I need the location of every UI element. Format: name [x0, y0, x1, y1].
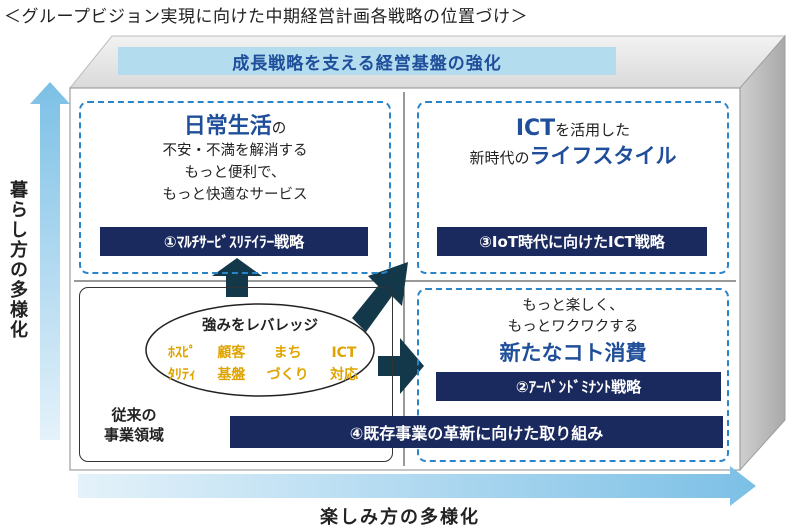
new-consumption-line-1: もっと楽しく、 — [522, 298, 624, 314]
x-axis-label: 楽しみ方の多様化 — [320, 507, 480, 528]
up-arrow — [212, 258, 262, 297]
existing-area-label: 従来の 事業領域 — [104, 405, 164, 445]
strategy-business-innovation: ④既存事業の革新に向けた取り組み — [230, 416, 723, 448]
daily-life-title-big: 日常生活 — [183, 114, 272, 139]
daily-life-title: 日常生活の — [79, 116, 391, 140]
new-consumption-text: もっと楽しく、 もっとワクワクする 新たなコト消費 — [417, 296, 729, 368]
strength-customer-base: 顧客 基盤 — [217, 342, 245, 386]
ict-lifestyle-line-2: 新時代のライフスタイル — [417, 143, 729, 171]
ict-lifestyle-text: ICTを活用した 新時代のライフスタイル — [417, 116, 729, 171]
strengths-grid: ﾎｽﾋﾟ ﾀﾘﾃｨ 顧客 基盤 まち づくり ICT 対応 — [168, 342, 358, 386]
y-axis-arrow — [30, 82, 70, 440]
quadrant-new-consumption — [417, 288, 729, 462]
daily-life-line-1: 不安・不満を解消する — [162, 143, 308, 159]
ict-big: ICT — [515, 116, 556, 141]
foundation-banner: 成長戦略を支える経営基盤の強化 — [118, 47, 616, 75]
diagonal-arrow — [352, 262, 408, 332]
right-arrow — [378, 338, 424, 394]
daily-life-line-2: もっと便利で、 — [184, 165, 286, 181]
quadrant-ict-lifestyle — [417, 101, 729, 274]
strength-ict-response-line-1: ICT — [331, 345, 357, 361]
strength-customer-base-line-2: 基盤 — [217, 367, 246, 383]
strength-town-development: まち づくり — [267, 342, 309, 386]
strength-customer-base-line-1: 顧客 — [217, 345, 246, 361]
strategy-urban-dominant: ②ｱｰﾊﾞﾝﾄﾞﾐﾅﾝﾄ戦略 — [436, 372, 721, 401]
box-side-face — [739, 34, 786, 472]
daily-life-text: 日常生活の 不安・不満を解消する もっと便利で、 もっと快適なサービス — [79, 116, 391, 206]
daily-life-title-suffix: の — [271, 121, 287, 137]
strength-town-development-line-1: まち — [273, 345, 302, 361]
ict-line-1-rest: を活用した — [555, 121, 631, 139]
y-axis-label: 暮らし方の多様化 — [7, 180, 28, 340]
new-consumption-title: 新たなコト消費 — [499, 341, 647, 365]
diagram-heading: ＜グループビジョン実現に向けた中期経営計画各戦略の位置づけ＞ — [4, 7, 528, 27]
strength-ict-response-line-2: 対応 — [329, 367, 358, 383]
quadrant-daily-life — [79, 101, 391, 274]
ict-line-2-prefix: 新時代の — [469, 149, 530, 167]
ict-lifestyle-line-1: ICTを活用した — [417, 116, 729, 143]
strengths-title: 強みをレバレッジ — [202, 318, 318, 334]
lifestyle-big: ライフスタイル — [529, 144, 677, 168]
strengths-ellipse — [145, 303, 375, 397]
existing-area-label-line-1: 従来の — [111, 406, 157, 424]
x-axis-arrow — [78, 466, 756, 506]
strength-hospitality: ﾎｽﾋﾟ ﾀﾘﾃｨ — [168, 342, 196, 386]
strategy-multi-service-retailer: ①ﾏﾙﾁｻｰﾋﾞｽﾘﾃｲﾗｰ戦略 — [100, 227, 368, 256]
new-consumption-line-2: もっとワクワクする — [507, 319, 639, 335]
strength-hospitality-line-2: ﾀﾘﾃｨ — [168, 367, 196, 383]
strategy-iot-ict: ③IoT時代に向けたICT戦略 — [437, 227, 707, 256]
strength-hospitality-line-1: ﾎｽﾋﾟ — [168, 345, 196, 361]
existing-business-area — [79, 287, 393, 462]
strength-ict-response: ICT 対応 — [330, 342, 358, 386]
daily-life-line-3: もっと快適なサービス — [162, 187, 308, 203]
strength-town-development-line-2: づくり — [266, 367, 309, 383]
existing-area-label-line-2: 事業領域 — [104, 426, 165, 444]
